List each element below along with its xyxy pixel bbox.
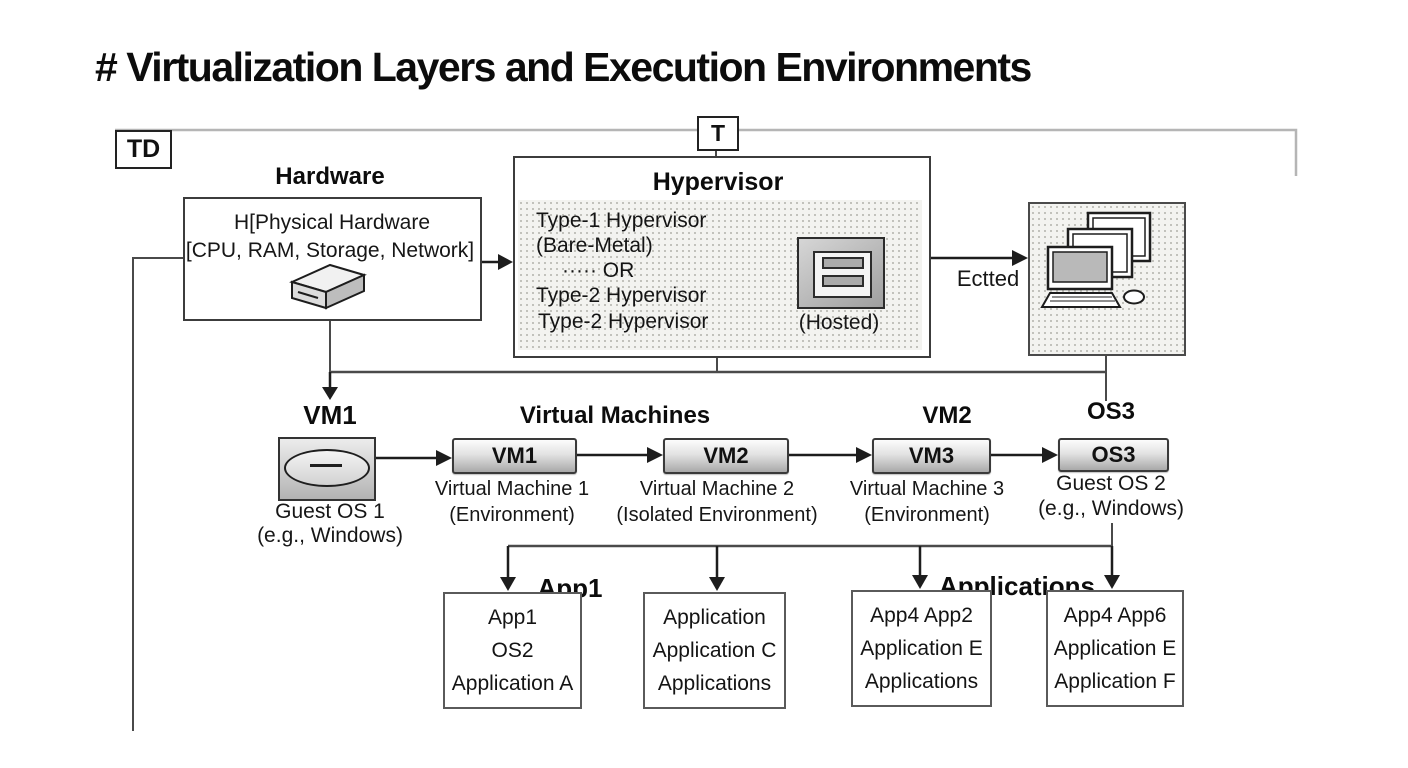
os3-caption2: (e.g., Windows) [1038,497,1184,520]
hypervisor-line-3: ····· OR [562,259,635,282]
app-box-4: App4 App6 Application E Application F [1046,590,1184,707]
os3-caption1: Guest OS 2 [1056,472,1166,495]
app-box-2-line1: Application [663,605,766,629]
os3-node-label: OS3 [1091,442,1136,467]
hardware-header: Hardware [275,163,385,190]
vm2-node: VM2 [663,438,789,474]
guest-os1-caption1: Guest OS 1 [275,500,385,523]
page-title: # Virtualization Layers and Execution En… [95,44,1032,90]
t-tag-label: T [710,120,726,146]
os3-column-header: OS3 [1086,398,1136,425]
os3-node: OS3 [1058,438,1169,472]
hypervisor-line-4: Type-2 Hypervisor [536,284,707,307]
vm3-node-label: VM3 [908,443,955,468]
app-box-3: App4 App2 Application E Applications [851,590,992,707]
app-box-2-line2: Application C [652,638,777,662]
app-box-3-line2: Application E [860,636,983,660]
vm3-caption2: (Environment) [864,504,990,526]
vm3-node: VM3 [872,438,991,474]
app-box-1: App1 OS2 Application A [443,592,582,709]
disk-icon [284,449,370,487]
vm1-node: VM1 [452,438,577,474]
computer-icon [1040,211,1152,308]
td-tag: TD [115,130,172,169]
host-link-label: Ectted [956,266,1020,291]
app-box-4-line1: App4 App6 [1063,603,1167,627]
app-box-4-line3: Application F [1054,669,1176,693]
hardware-chassis-icon [289,263,367,310]
server-bar-icon [822,257,864,269]
vm2-caption1: Virtual Machine 2 [639,478,795,500]
app-box-2: Application Application C Applications [643,592,786,709]
app-box-4-line2: Application E [1053,636,1177,660]
td-tag-label: TD [126,135,161,163]
app-box-2-line3: Applications [657,671,772,695]
vm2-caption2: (Isolated Environment) [616,504,818,526]
hypervisor-line-1: Type-1 Hypervisor [536,209,707,232]
hypervisor-line-2: (Bare-Metal) [536,234,653,257]
vm2-column-header: VM2 [922,402,972,429]
app-box-3-line3: Applications [864,669,979,693]
server-bar-icon [822,275,864,287]
app-box-1-line3: Application A [451,671,574,695]
hardware-line1: H[Physical Hardware [233,211,431,234]
hypervisor-header: Hypervisor [652,168,784,196]
guest-os1-caption2: (e.g., Windows) [257,524,403,547]
vm1-caption2: (Environment) [449,504,575,526]
hypervisor-inner-panel [518,200,922,350]
app-box-1-line1: App1 [487,605,538,629]
vm3-caption1: Virtual Machine 3 [849,478,1005,500]
hosted-label: (Hosted) [798,311,880,334]
vm2-node-label: VM2 [703,443,749,468]
vm1-stack-header: VM1 [303,400,357,430]
t-tag: T [697,116,739,151]
disk-icon-dash [310,464,342,467]
app-box-3-line1: App4 App2 [870,603,973,627]
vm1-caption1: Virtual Machine 1 [434,478,590,500]
hypervisor-line-5: Type-2 Hypervisor [538,310,709,333]
hardware-line2: [CPU, RAM, Storage, Network] [185,239,475,262]
vm1-node-label: VM1 [491,443,538,468]
app-box-1-line2: OS2 [491,638,534,662]
virtual-machines-header: Virtual Machines [519,402,711,429]
